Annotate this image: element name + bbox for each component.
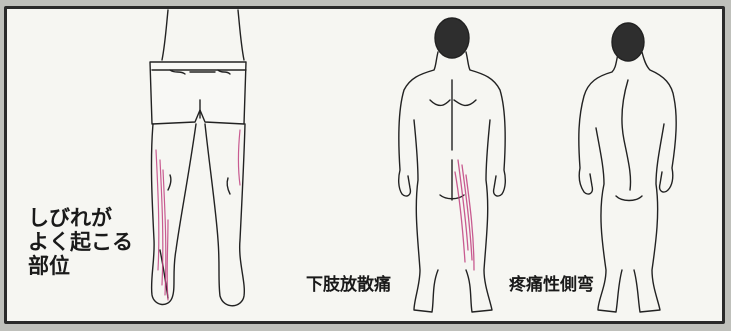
numbness-label-line-1: しびれが (28, 206, 133, 230)
numbness-label-line-2: よく起こる (28, 230, 133, 254)
head-back-2 (612, 23, 644, 61)
legs-figure (150, 10, 246, 306)
head-back-1 (435, 18, 469, 58)
back-figure-sciatica (399, 52, 506, 312)
numbness-area-label: しびれが よく起こる 部位 (28, 206, 133, 278)
sciatica-highlight (455, 160, 474, 270)
scoliosis-label: 疼痛性側弯 (509, 270, 594, 295)
numbness-label-line-3: 部位 (28, 254, 133, 278)
numbness-highlight (156, 130, 240, 300)
sciatica-label: 下肢放散痛 (306, 270, 391, 295)
